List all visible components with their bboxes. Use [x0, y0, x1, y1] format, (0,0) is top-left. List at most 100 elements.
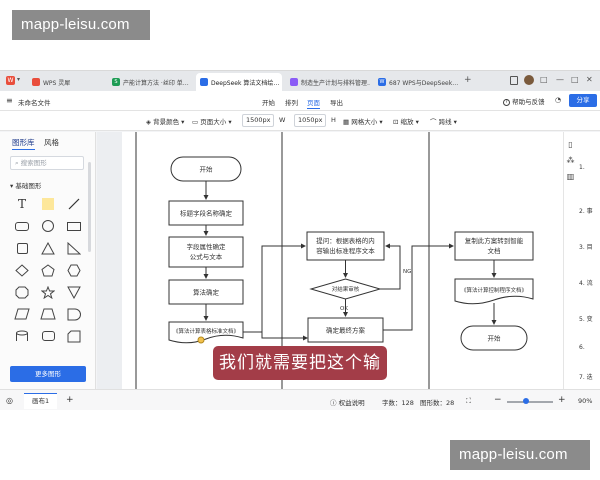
help-feedback-button[interactable]: ? 帮助与反馈 [503, 96, 545, 106]
shape-group-header[interactable]: ▾ 基础图形 [10, 180, 41, 190]
layers-icon[interactable]: ◎ [6, 396, 13, 405]
zoom-slider-thumb[interactable] [523, 398, 530, 404]
line-shape[interactable] [64, 196, 84, 212]
browser-tab[interactable]: W 687 WPS与DeepSeek… ✕ [374, 73, 460, 91]
outline-item[interactable]: 4. 流 [579, 280, 593, 287]
notification-icon[interactable]: ◔ [555, 96, 562, 104]
step-final-plan[interactable] [307, 317, 384, 343]
page-tab-canvas1[interactable]: 画布1 [24, 393, 58, 409]
zoom-out-button[interactable]: − [494, 395, 502, 405]
step-field-attributes[interactable] [168, 236, 244, 268]
page-width-input[interactable]: 1500px [242, 114, 274, 127]
step-algorithm-label: 算法确定 [193, 288, 220, 297]
outline-item[interactable]: 2. 事 [579, 208, 593, 215]
zoom-slider-track[interactable] [507, 401, 553, 403]
square-rounded-shape[interactable] [12, 240, 32, 256]
cylinder-shape[interactable] [12, 328, 32, 344]
step-copy-plan[interactable] [454, 231, 534, 261]
outline-item[interactable]: 1. [579, 164, 585, 171]
rights-label: 权益说明 [338, 399, 365, 407]
fit-page-icon[interactable]: ⛶ [466, 397, 471, 405]
flowchart[interactable]: 开始 标题字段名称确定 字段属性确定 公式与文本 算法确定 《算法计算表格标准文… [122, 132, 563, 389]
note-shape[interactable] [38, 196, 58, 212]
rounded-rect-shape[interactable] [12, 218, 32, 234]
circle-shape[interactable] [38, 218, 58, 234]
step-field-names[interactable] [168, 200, 244, 226]
wps-logo-icon[interactable]: W [6, 76, 15, 85]
tab-style[interactable]: 风格 [44, 138, 59, 147]
rounded-rect-small-shape[interactable] [38, 328, 58, 344]
step-copy-plan-line1: 复制此方案转到智能 [465, 236, 524, 245]
canvas-area[interactable]: 开始 标题字段名称确定 字段属性确定 公式与文本 算法确定 《算法计算表格标准文… [97, 132, 563, 389]
browser-tab[interactable]: WPS 灵犀 [28, 73, 104, 91]
step-final-plan-label: 确定最终方案 [326, 326, 366, 335]
minimize-icon[interactable]: — [556, 75, 564, 84]
outline-item[interactable]: 3. 目 [579, 244, 593, 251]
avatar[interactable] [524, 75, 534, 85]
caret-down-icon: ▾ [10, 182, 14, 190]
grid-size-button[interactable]: ▦ 网格大小 ▾ [343, 116, 383, 126]
octagon-shape[interactable] [12, 284, 32, 300]
start-terminal-label: 开始 [200, 165, 214, 174]
hexagon-shape[interactable] [64, 262, 84, 278]
triangle-shape[interactable] [38, 240, 58, 256]
menu-start[interactable]: 开始 [262, 99, 275, 107]
document-icon[interactable]: ▯ [568, 140, 573, 149]
chevron-down-icon[interactable]: ▾ [17, 76, 21, 83]
zoom-in-button[interactable]: + [558, 395, 566, 405]
close-window-icon[interactable]: ✕ [586, 75, 593, 84]
doc-control-program[interactable] [454, 278, 534, 305]
menu-export[interactable]: 导出 [330, 99, 343, 107]
tab-shape-library[interactable]: 图形库 [12, 137, 35, 150]
menu-arrange[interactable]: 排列 [285, 99, 298, 107]
panel-scrollbar[interactable] [88, 162, 91, 252]
browser-tab[interactable]: S 产能计算方法 ·丝印 单… ✕ [108, 73, 192, 91]
tab-label: DeepSeek 算法文档绘… [211, 79, 280, 87]
star-shape[interactable] [38, 284, 58, 300]
outline-item[interactable]: 5. 变 [579, 316, 593, 323]
maximize-icon[interactable]: □ [571, 75, 579, 84]
card-shape[interactable] [64, 328, 84, 344]
new-tab-icon[interactable]: + [464, 75, 472, 85]
browser-tab-active[interactable]: DeepSeek 算法文档绘… ✕ [196, 73, 282, 91]
zoom-percent[interactable]: 90% [578, 397, 593, 405]
chevron-down-icon: ▾ [415, 118, 419, 126]
selection-handle[interactable] [197, 336, 205, 344]
restore-icon[interactable]: □ [540, 75, 548, 84]
diamond-shape[interactable] [12, 262, 32, 278]
doc-algorithm-standard[interactable] [168, 321, 244, 344]
rect-shape[interactable] [64, 218, 84, 234]
jump-line-button[interactable]: ⌒ 跨线 ▾ [430, 116, 457, 126]
text-shape[interactable]: T [17, 197, 26, 211]
chart-icon[interactable]: ▥ [566, 172, 575, 181]
browser-tab[interactable]: 制造生产计划与排料管理… ✕ [286, 73, 370, 91]
page-height-input[interactable]: 1050px [294, 114, 326, 127]
tab-label: 产能计算方法 ·丝印 单… [123, 79, 189, 87]
bg-color-button[interactable]: ◈ 背景颜色 ▾ [146, 116, 184, 126]
zoom-button[interactable]: ⊡ 缩放 ▾ [393, 116, 419, 126]
hamburger-menu-icon[interactable]: ≡ [6, 96, 13, 105]
file-name[interactable]: 未命名文件 [18, 99, 51, 107]
inverted-triangle-shape[interactable] [64, 284, 84, 300]
step-prompt-line2: 容输出标准程序文本 [316, 246, 375, 255]
menu-page[interactable]: 页面 [307, 99, 320, 109]
shapes-icon[interactable]: ⁂ [566, 156, 575, 165]
trapezoid-shape[interactable] [38, 306, 58, 322]
page-size-button[interactable]: ▭ 页面大小 ▾ [192, 116, 232, 126]
share-button[interactable]: 分享 [569, 94, 597, 107]
pentagon-shape[interactable] [38, 262, 58, 278]
rights-info-link[interactable]: ⓘ 权益说明 [330, 397, 365, 407]
right-triangle-shape[interactable] [64, 240, 84, 256]
outline-item[interactable]: 7. 迭 [579, 374, 593, 381]
step-prompt-line1: 提问：根据表格的内 [316, 236, 375, 245]
add-page-button[interactable]: + [66, 395, 74, 405]
tablet-icon[interactable] [510, 76, 518, 85]
outline-item[interactable]: 6. [579, 344, 585, 351]
more-shapes-button[interactable]: 更多图形 [10, 366, 86, 382]
canvas-page[interactable]: 开始 标题字段名称确定 字段属性确定 公式与文本 算法确定 《算法计算表格标准文… [122, 132, 563, 389]
shape-search-input[interactable]: ⌕ 搜索图形 [10, 156, 84, 170]
end-terminal[interactable] [460, 325, 528, 351]
step-prompt[interactable] [306, 231, 385, 261]
parallelogram-shape[interactable] [12, 306, 32, 322]
delay-shape[interactable] [64, 306, 84, 322]
